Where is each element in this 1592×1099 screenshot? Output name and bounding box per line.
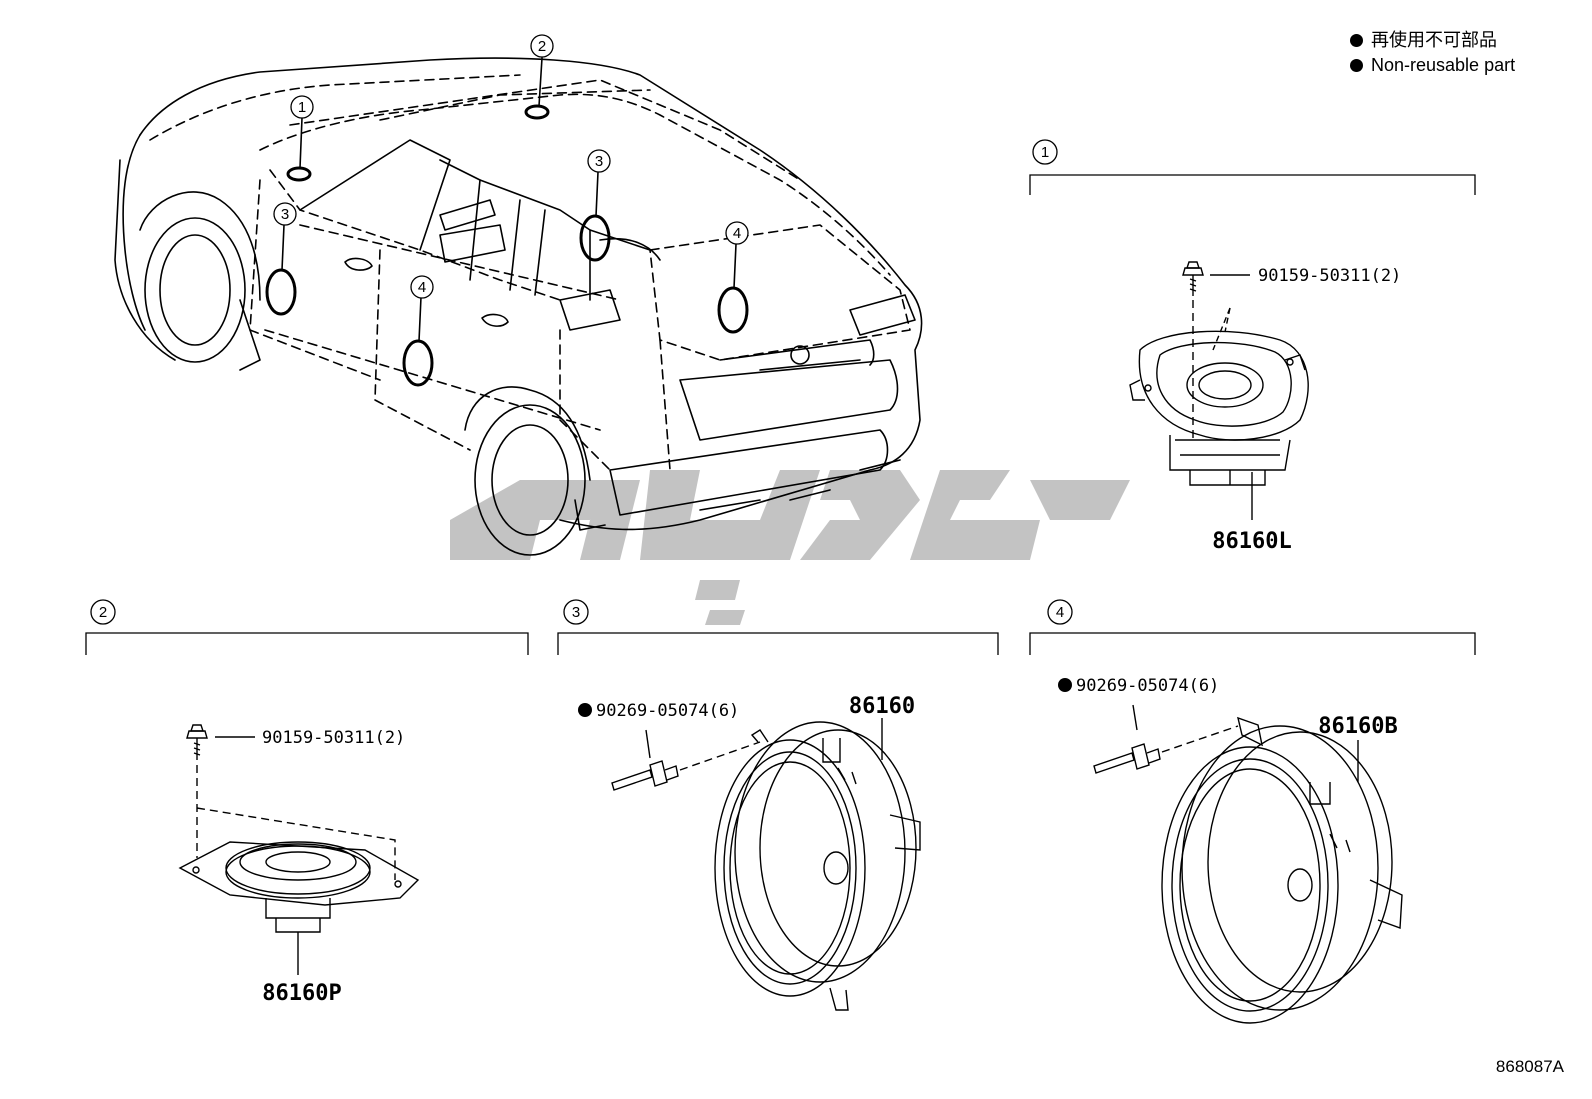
vehicle-callout-3b: 3	[587, 149, 611, 173]
speaker-marker-4b	[717, 286, 749, 334]
section-4: 4 90269-05074(6) 86160B	[1029, 599, 1476, 1024]
speaker-86160B-drawing	[1161, 716, 1403, 1024]
speaker-marker-3a	[265, 268, 297, 316]
speaker-86160L-drawing	[1129, 330, 1309, 520]
section-1: 1 90159-50311(2)	[1029, 139, 1476, 554]
legend-item-japanese: 再使用不可部品	[1350, 28, 1515, 53]
vehicle-illustration	[114, 57, 923, 556]
non-reusable-dot-icon	[1350, 59, 1363, 72]
svg-text:1: 1	[298, 99, 306, 116]
svg-text:4: 4	[733, 225, 741, 242]
legend: 再使用不可部品 Non-reusable part	[1350, 28, 1515, 78]
non-reusable-dot-icon	[1058, 678, 1072, 692]
part-code-90269-05074-s3: 90269-05074(6)	[596, 701, 739, 721]
speaker-marker-2	[524, 104, 550, 120]
part-code-86160L: 86160L	[1212, 529, 1291, 554]
section-2: 2 90159-50311(2) 86160P	[85, 599, 529, 1006]
watermark-logo	[450, 470, 1130, 625]
clip-icon	[1093, 704, 1239, 774]
speaker-marker-3b	[579, 214, 611, 262]
legend-text-japanese: 再使用不可部品	[1371, 30, 1497, 50]
clip-icon	[611, 729, 761, 791]
non-reusable-dot-icon	[578, 703, 592, 717]
svg-text:3: 3	[572, 604, 580, 621]
speaker-86160-drawing	[714, 721, 921, 1011]
legend-item-english: Non-reusable part	[1350, 53, 1515, 78]
part-code-86160P: 86160P	[262, 981, 341, 1006]
svg-text:2: 2	[538, 38, 546, 55]
diagram-id: 868087A	[1495, 1057, 1564, 1076]
part-code-90159-50311-s1: 90159-50311(2)	[1258, 266, 1401, 286]
part-code-86160B: 86160B	[1318, 714, 1397, 739]
vehicle-callout-3a: 3	[273, 202, 297, 226]
vehicle-callout-4b: 4	[725, 221, 749, 245]
svg-text:3: 3	[595, 153, 603, 170]
svg-text:4: 4	[1056, 604, 1064, 621]
legend-text-english: Non-reusable part	[1371, 55, 1516, 75]
vehicle-callout-2: 2	[530, 34, 554, 58]
section-3: 3 90269-05074(6) 86160	[557, 599, 999, 1011]
bolt-icon	[1182, 261, 1250, 440]
non-reusable-dot-icon	[1350, 34, 1363, 47]
speaker-marker-4a	[402, 339, 434, 387]
vehicle-callout-4a: 4	[410, 275, 434, 299]
svg-text:1: 1	[1041, 144, 1049, 161]
svg-text:3: 3	[281, 206, 289, 223]
part-code-90269-05074-s4: 90269-05074(6)	[1076, 676, 1219, 696]
part-code-90159-50311-s2: 90159-50311(2)	[262, 728, 405, 748]
speaker-86160P-drawing	[178, 841, 420, 975]
vehicle-callout-1: 1	[290, 95, 314, 119]
part-code-86160: 86160	[849, 694, 915, 719]
speaker-marker-1	[286, 166, 312, 182]
svg-text:2: 2	[99, 604, 107, 621]
svg-text:4: 4	[418, 279, 426, 296]
